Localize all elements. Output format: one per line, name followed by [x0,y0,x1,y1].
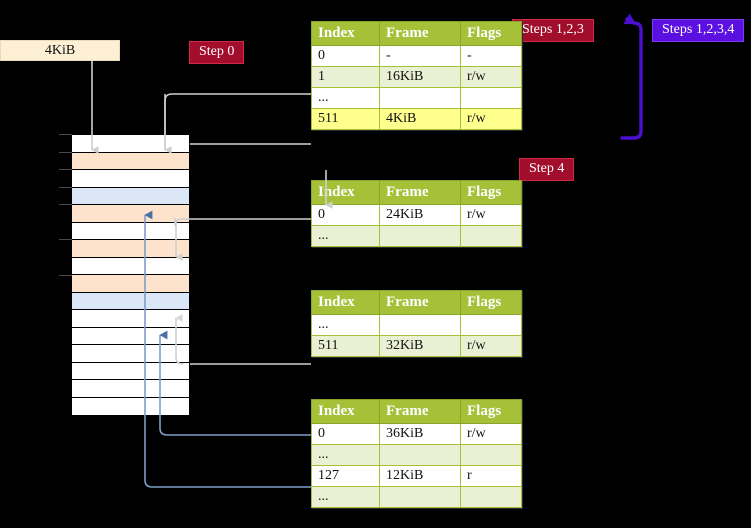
table-cell: r [460,465,522,487]
table-row: ... [311,87,522,109]
badge-steps-1-2-3-4: Steps 1,2,3,4 [652,19,745,43]
table-cell: r/w [460,66,522,88]
table-cell: 4KiB [379,108,461,130]
table-header-cell: Flags [460,180,522,205]
memory-row-tick [59,204,72,206]
table-header-cell: Index [311,180,380,205]
table-cell: - [460,45,522,67]
table-cell [460,444,522,466]
table-row: ... [311,486,522,508]
table-row: ... [311,314,522,336]
table-cell [460,314,522,336]
table-header-cell: Frame [379,399,461,424]
wire-pdpt-connector [174,218,311,227]
table-cell: 0 [311,45,380,67]
table-row: ... [311,444,522,466]
table-cell [460,87,522,109]
table-cell: 36KiB [379,423,461,445]
table-header-cell: Flags [460,290,522,315]
memory-frame-row [72,380,189,398]
memory-frame-row [72,327,189,345]
table-cell: 511 [311,335,380,357]
table-cell: 511 [311,108,380,130]
table-cell [379,87,461,109]
badge-step-4: Step 4 [519,158,575,182]
memory-row-tick [59,169,72,171]
table-header-cell: Index [311,21,380,46]
memory-frame-row [72,187,189,205]
table-cell [379,486,461,508]
memory-frame-row [72,362,189,380]
badge-steps-1-2-3: Steps 1,2,3 [512,19,594,43]
memory-frame-row [72,240,189,258]
table-header-cell: Flags [460,21,522,46]
table-cell [460,225,522,247]
table-header-cell: Frame [379,21,461,46]
table-header-cell: Frame [379,290,461,315]
memory-frame-row [72,135,189,153]
table-cell: r/w [460,108,522,130]
table-cell [379,444,461,466]
memory-row-tick [59,274,72,276]
memory-frame-row [72,152,189,170]
memory-frame-row [72,170,189,188]
memory-frame-row [72,222,189,240]
memory-size-text: 4KiB [44,42,76,58]
table-cell: ... [311,486,380,508]
table-cell [379,225,461,247]
table-cell: 12KiB [379,465,461,487]
table-cell: 32KiB [379,335,461,357]
table-cell: 16KiB [379,66,461,88]
memory-row-tick [59,134,72,135]
table-header-cell: Flags [460,399,522,424]
table-cell: - [379,45,461,67]
table-cell [460,486,522,508]
memory-frame-row [72,292,189,310]
table-header-cell: Index [311,399,380,424]
table-row: 0-- [311,45,522,67]
table-cell: r/w [460,204,522,226]
memory-row-tick [59,186,72,188]
badge-step-0: Step 0 [189,41,245,65]
memory-frame-row [72,275,189,293]
physical-memory-grid [71,134,190,415]
table-cell [379,314,461,336]
violet-bracket-arrow [620,13,643,140]
memory-frame-row [72,205,189,223]
table-cell: r/w [460,335,522,357]
table-cell: ... [311,444,380,466]
memory-frame-row [72,310,189,328]
table-header-cell: Frame [379,180,461,205]
table-cell: 127 [311,465,380,487]
table-cell: 0 [311,423,380,445]
table-cell: ... [311,314,380,336]
memory-row-tick [59,239,72,241]
table-row: ... [311,225,522,247]
table-cell: r/w [460,423,522,445]
table-cell: 24KiB [379,204,461,226]
memory-frame-row [72,397,189,415]
table-cell: 1 [311,66,380,88]
memory-size-label: 4KiB [0,40,120,61]
memory-row-tick [59,151,72,153]
table-cell: ... [311,225,380,247]
memory-frame-row [72,257,189,275]
memory-frame-row [72,345,189,363]
table-cell: 0 [311,204,380,226]
table-header-cell: Index [311,290,380,315]
table-cell: ... [311,87,380,109]
